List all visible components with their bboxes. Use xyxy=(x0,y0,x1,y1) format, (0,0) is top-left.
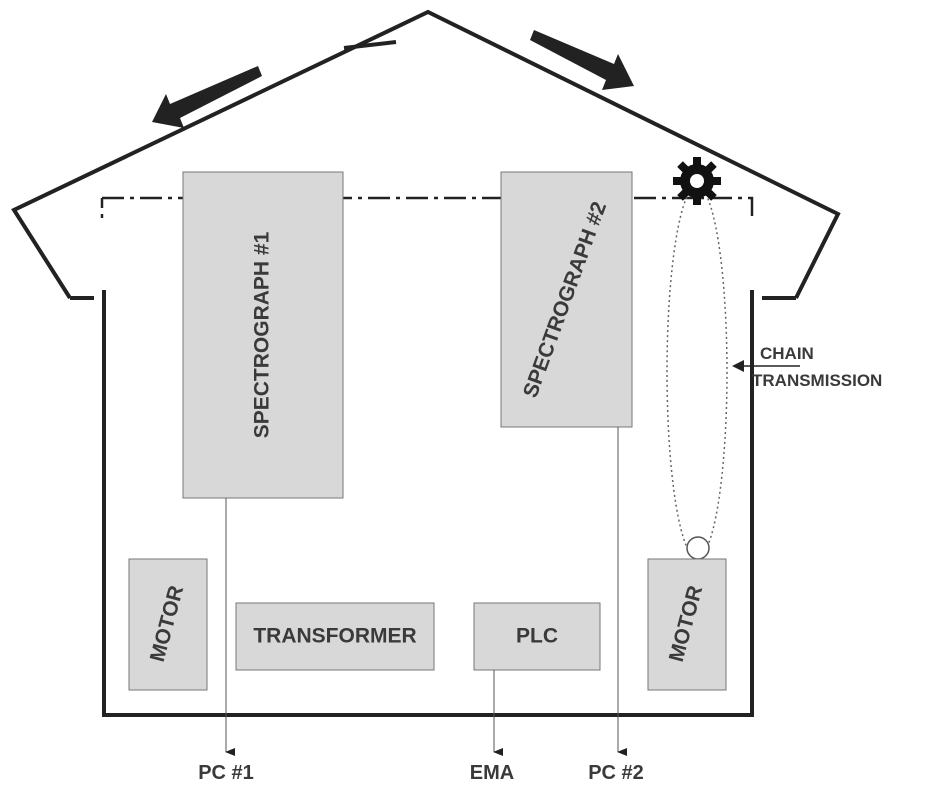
pc2-label: PC #2 xyxy=(588,762,644,784)
transformer-block: TRANSFORMER xyxy=(235,602,435,671)
spectrograph-1-label: SPECTROGRAPH #1 xyxy=(251,231,274,438)
motor-left-block: MOTOR xyxy=(128,558,208,691)
arrow-left-icon xyxy=(152,66,262,128)
pc1-label: PC #1 xyxy=(198,762,254,784)
motor-right-block: MOTOR xyxy=(647,558,727,691)
plc-block: PLC xyxy=(473,602,601,671)
ema-label: EMA xyxy=(470,762,514,784)
chain-label-line2: TRANSMISSION xyxy=(752,371,882,390)
pulley-icon xyxy=(686,536,710,560)
chain-callout-arrowhead xyxy=(732,360,744,372)
plc-label: PLC xyxy=(516,625,558,648)
roof xyxy=(11,9,841,300)
spectrograph-1-block: SPECTROGRAPH #1 xyxy=(182,171,344,499)
chain-loop xyxy=(666,185,728,559)
spectrograph-2-block: SPECTROGRAPH #2 xyxy=(500,171,633,428)
roof-slit xyxy=(343,40,397,50)
gear-icon xyxy=(673,157,721,205)
enclosure-walls xyxy=(102,290,754,717)
chain-label-line1: CHAIN xyxy=(760,344,814,363)
roof-seam-dashed xyxy=(102,196,754,222)
roof-left xyxy=(11,9,841,300)
transformer-label: TRANSFORMER xyxy=(253,625,416,648)
arrow-right-icon xyxy=(530,30,634,90)
